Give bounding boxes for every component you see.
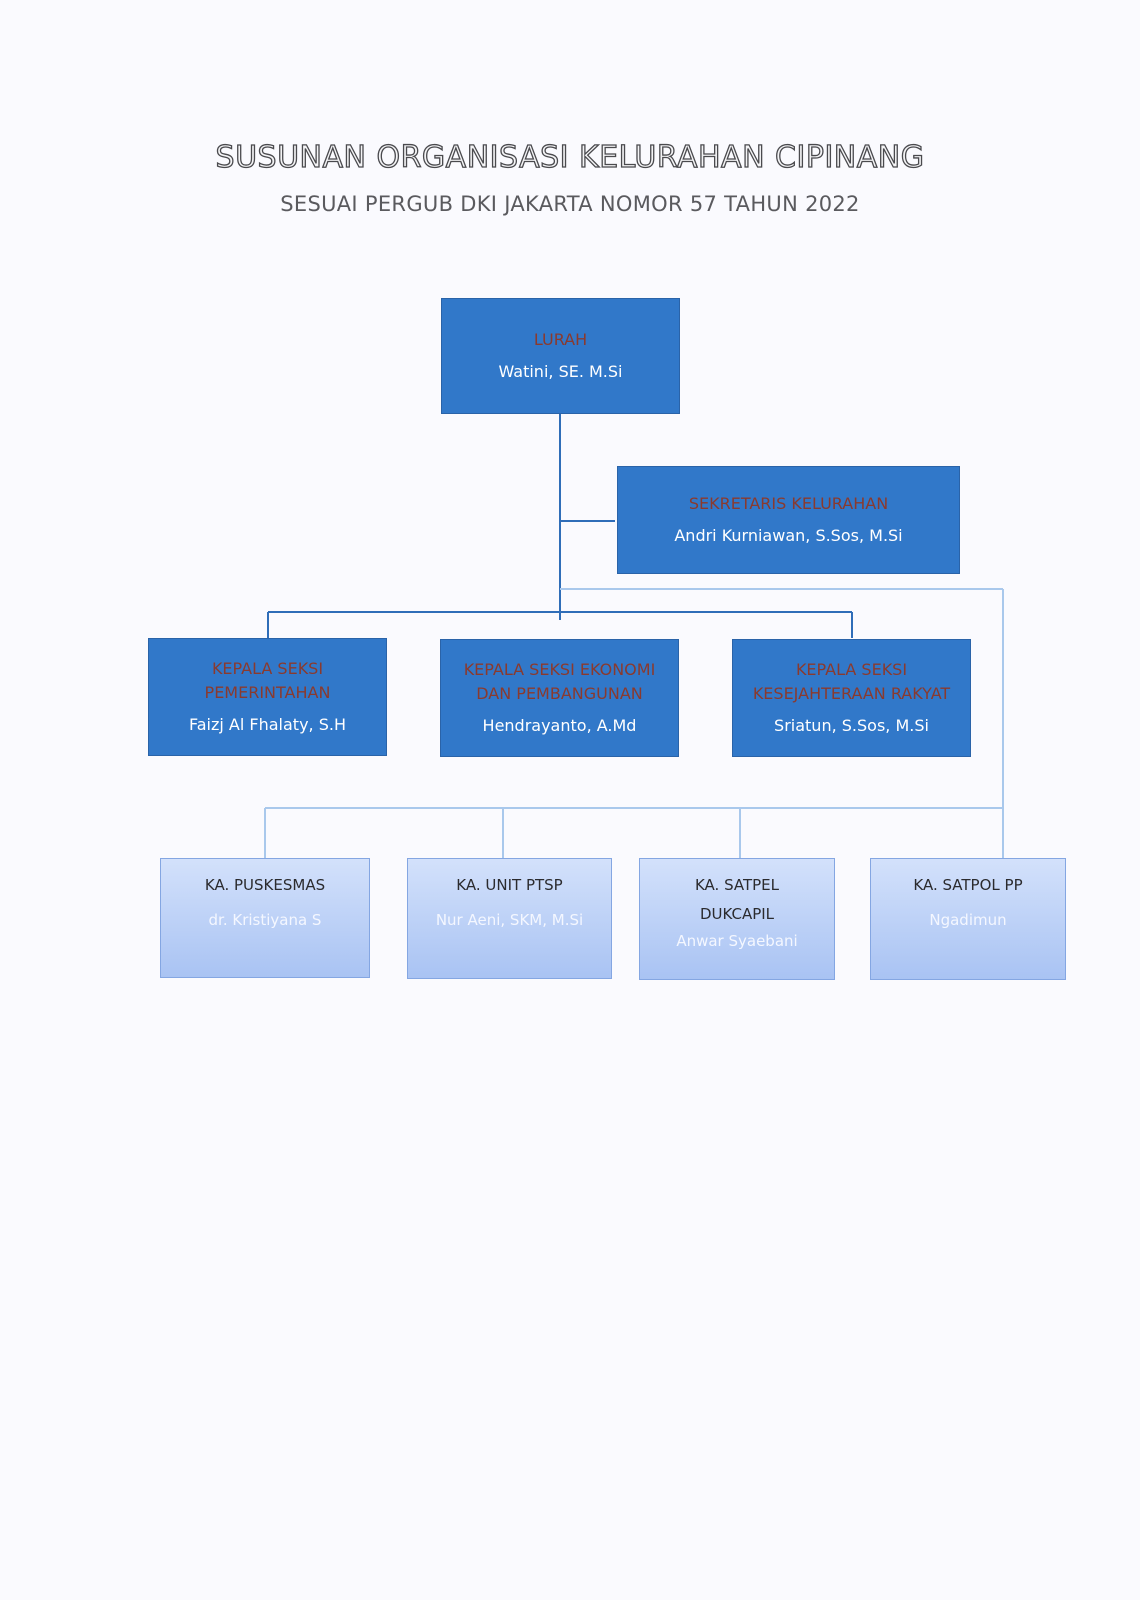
unit-puskesmas-box: KA. PUSKESMAS dr. Kristiyana S (160, 858, 370, 978)
seksi-ekonomi-role: KEPALA SEKSI EKONOMI DAN PEMBANGUNAN (463, 660, 656, 703)
seksi-kesra-box: KEPALA SEKSI KESEJAHTERAAN RAKYAT Sriatu… (732, 639, 971, 757)
unit-satpolpp-box: KA. SATPOL PP Ngadimun (870, 858, 1066, 980)
unit-dukcapil-box: KA. SATPEL DUKCAPIL Anwar Syaebani (639, 858, 835, 980)
seksi-ekonomi-name: Hendrayanto, A.Md (482, 716, 637, 735)
lurah-role: LURAH (533, 330, 588, 349)
page-title: SUSUNAN ORGANISASI KELURAHAN CIPINANG (215, 139, 925, 175)
unit-puskesmas-name: dr. Kristiyana S (208, 911, 322, 929)
unit-satpolpp-role: KA. SATPOL PP (913, 876, 1023, 894)
seksi-kesra-name: Sriatun, S.Sos, M.Si (774, 716, 929, 735)
seksi-kesra-role: KEPALA SEKSI KESEJAHTERAAN RAKYAT (752, 660, 951, 703)
seksi-pemerintahan-box: KEPALA SEKSI PEMERINTAHAN Faizj Al Fhala… (148, 638, 387, 756)
unit-ptsp-name: Nur Aeni, SKM, M.Si (435, 911, 584, 929)
unit-dukcapil-name: Anwar Syaebani (676, 932, 798, 950)
sekretaris-box: SEKRETARIS KELURAHAN Andri Kurniawan, S.… (617, 466, 960, 574)
lurah-box: LURAH Watini, SE. M.Si (441, 298, 680, 414)
seksi-pemerintahan-name: Faizj Al Fhalaty, S.H (189, 715, 346, 734)
unit-satpolpp-name: Ngadimun (929, 911, 1007, 929)
sekretaris-name: Andri Kurniawan, S.Sos, M.Si (674, 526, 903, 545)
sekretaris-role: SEKRETARIS KELURAHAN (688, 494, 889, 513)
unit-ptsp-role: KA. UNIT PTSP (456, 876, 563, 894)
seksi-pemerintahan-role: KEPALA SEKSI PEMERINTAHAN (204, 659, 331, 702)
seksi-ekonomi-box: KEPALA SEKSI EKONOMI DAN PEMBANGUNAN Hen… (440, 639, 679, 757)
lurah-name: Watini, SE. M.Si (498, 362, 623, 381)
unit-ptsp-box: KA. UNIT PTSP Nur Aeni, SKM, M.Si (407, 858, 612, 979)
unit-puskesmas-role: KA. PUSKESMAS (204, 876, 326, 894)
page-subtitle: SESUAI PERGUB DKI JAKARTA NOMOR 57 TAHUN… (280, 192, 860, 216)
unit-dukcapil-role: KA. SATPEL DUKCAPIL (694, 876, 780, 923)
